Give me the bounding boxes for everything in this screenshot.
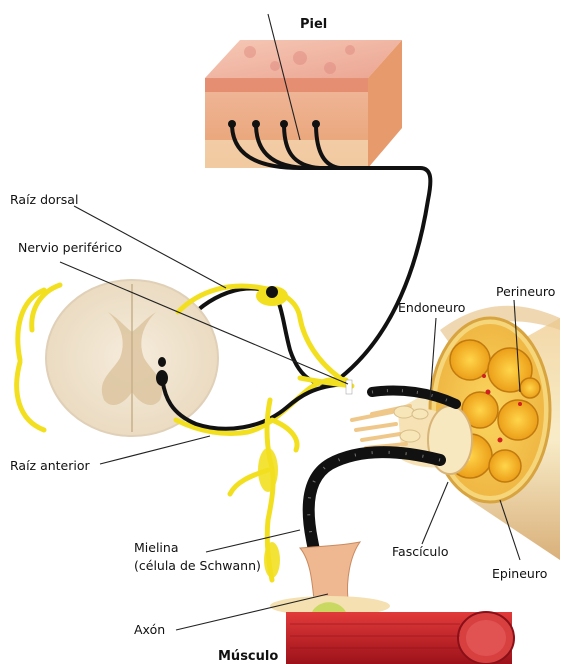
label-anterior-root: Raíz anterior: [10, 458, 91, 473]
label-peripheral-nerve: Nervio periférico: [18, 240, 122, 255]
label-endoneurium: Endoneuro: [398, 300, 465, 315]
nerve-cross-section: [352, 306, 560, 560]
label-dorsal-root: Raíz dorsal: [10, 192, 78, 207]
label-skin: Piel: [300, 17, 327, 32]
skin-block: [205, 40, 402, 168]
left-root-arcs: [17, 290, 44, 430]
label-perineurium: Perineuro: [496, 284, 555, 299]
label-epineurium: Epineuro: [492, 566, 547, 581]
label-myelin-schwann: (célula de Schwann): [134, 558, 261, 573]
muscle: [270, 542, 514, 664]
label-myelin: Mielina: [134, 540, 178, 555]
label-muscle: Músculo: [218, 649, 278, 664]
label-fascicle: Fascículo: [392, 544, 448, 559]
label-axon: Axón: [134, 622, 165, 637]
